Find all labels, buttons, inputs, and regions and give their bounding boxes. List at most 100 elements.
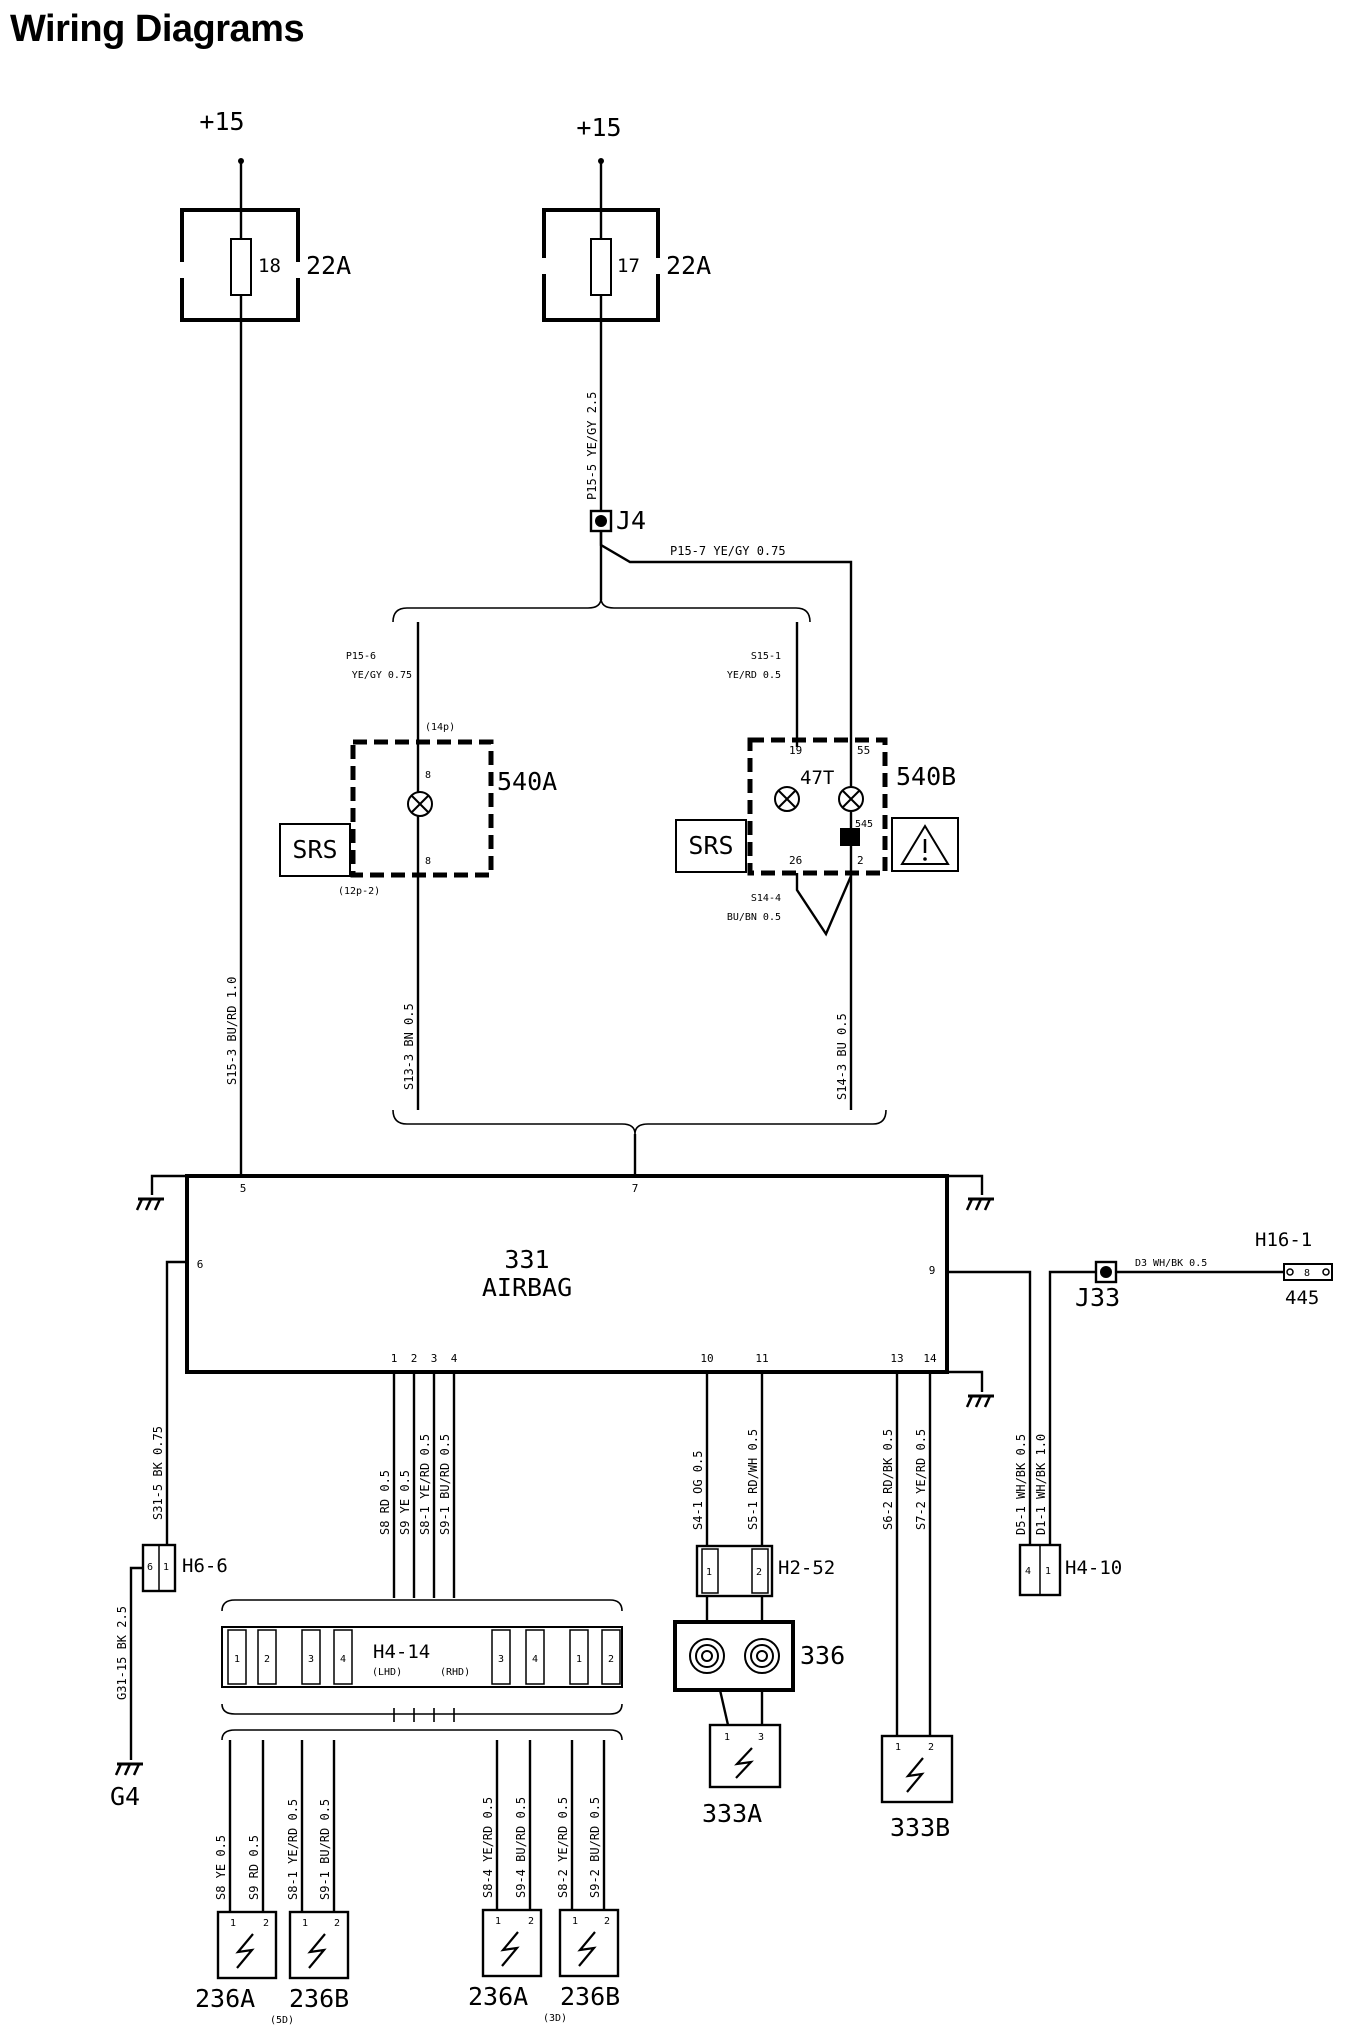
lamp-540a-bulb-icon xyxy=(407,791,433,817)
svg-text:1: 1 xyxy=(572,1916,578,1927)
connector-h4-10: H4-10 xyxy=(1065,1557,1122,1579)
connector-h4-14-icon xyxy=(221,1626,623,1688)
wire-label-b1: S8 YE 0.5 xyxy=(214,1835,228,1900)
lamp-540b-pin19: 19 xyxy=(789,744,802,757)
wire-label-d1-1: D1-1 WH/BK 1.0 xyxy=(1034,1434,1048,1535)
lamp-540a-bottom-note: (12p-2) xyxy=(338,886,380,897)
ground-icon-bottom-right xyxy=(947,1370,994,1408)
svg-text:1: 1 xyxy=(895,1742,901,1753)
wire-label-s6-2: S6-2 RD/BK 0.5 xyxy=(881,1429,895,1530)
ground-icon-left xyxy=(135,1174,187,1211)
wire-label-b7: S8-2 YE/RD 0.5 xyxy=(556,1797,570,1898)
wire-label-p15-5: P15-5 YE/GY 2.5 xyxy=(585,392,599,500)
h2-52-pin-2: 2 xyxy=(756,1567,762,1578)
airbag-module xyxy=(185,1174,949,1374)
connector-h4-14-lhd: (LHD) xyxy=(372,1667,402,1678)
brace-top xyxy=(392,597,811,623)
connector-h4-14-rhd: (RHD) xyxy=(440,1667,470,1678)
h4-14-pin-r3: 3 xyxy=(498,1654,504,1665)
h4-14-pin-l4: 4 xyxy=(340,1654,346,1665)
lamp-540b-bulb-icon-1 xyxy=(774,786,800,812)
airbag-pin-1: 1 xyxy=(391,1352,398,1365)
svg-text:3: 3 xyxy=(758,1732,764,1743)
warning-triangle-icon xyxy=(891,817,959,872)
airbag-id: 331 xyxy=(504,1245,549,1274)
wire-label-s5-1: S5-1 RD/WH 0.5 xyxy=(746,1429,760,1530)
lamp-540b-pin26: 26 xyxy=(789,854,802,867)
srs-label-a: SRS xyxy=(292,835,337,864)
power-label-right: +15 xyxy=(576,113,621,142)
label-336: 336 xyxy=(800,1641,845,1670)
h4-14-pin-l1: 1 xyxy=(234,1654,240,1665)
airbag-pin-2: 2 xyxy=(411,1352,418,1365)
wire-label-s9-top: S9 YE 0.5 xyxy=(398,1470,412,1535)
wire-label-s31-5: S31-5 BK 0.75 xyxy=(151,1426,165,1520)
h4-14-pin-r2: 2 xyxy=(608,1654,614,1665)
wire-s14-4 xyxy=(795,873,853,937)
wire-label-b2: S9 RD 0.5 xyxy=(247,1835,261,1900)
h6-6-pin-1: 1 xyxy=(163,1562,169,1573)
lamp-540a-pin-top: 8 xyxy=(425,770,431,781)
h4-10-pin-4: 4 xyxy=(1025,1566,1031,1577)
svg-text:1: 1 xyxy=(495,1916,501,1927)
airbag-pin-4: 4 xyxy=(451,1352,458,1365)
label-333a: 333A xyxy=(702,1799,762,1828)
wire-label-s4-1: S4-1 OG 0.5 xyxy=(691,1451,705,1530)
h4-14-pin-r4: 4 xyxy=(532,1654,538,1665)
wire-label-s14-4-a: S14-4 xyxy=(751,893,781,904)
wire-label-d3: D3 WH/BK 0.5 xyxy=(1135,1258,1207,1269)
wire-label-s14-4-b: BU/BN 0.5 xyxy=(727,912,781,923)
fuse-id-left: 22A xyxy=(306,251,351,280)
fuse-pin-right: 17 xyxy=(617,255,640,277)
ground-icon-right xyxy=(947,1174,994,1211)
lamp-540b-diode-icon xyxy=(840,828,860,846)
brace-h4-14-bottom xyxy=(221,1703,623,1715)
wire-d1-1 xyxy=(1048,1270,1097,1545)
ground-icon-g4 xyxy=(114,1762,143,1776)
junction-j4-label: J4 xyxy=(616,506,646,535)
ground-g4-label: G4 xyxy=(110,1782,140,1811)
srs-label-b: SRS xyxy=(688,831,733,860)
wire-336-333a-a xyxy=(718,1689,730,1726)
lamp-540b-bulb-icon-2 xyxy=(838,786,864,812)
wire-label-s14-3: S14-3 BU 0.5 xyxy=(835,1013,849,1100)
wire-label-s13-3: S13-3 BN 0.5 xyxy=(402,1003,416,1090)
lamp-540a-box xyxy=(350,739,494,878)
label-5d: (5D) xyxy=(270,2015,294,2026)
label-3d: (3D) xyxy=(543,2013,567,2024)
airbag-pin-9: 9 xyxy=(929,1264,936,1277)
label-236a-left: 236A xyxy=(195,1984,255,2013)
airbag-pin-10: 10 xyxy=(700,1352,713,1365)
h4-14-pin-l2: 2 xyxy=(264,1654,270,1665)
airbag-pin-3: 3 xyxy=(431,1352,438,1365)
connector-h16-1: H16-1 xyxy=(1255,1229,1312,1251)
svg-text:2: 2 xyxy=(263,1918,269,1929)
wire-g31-15 xyxy=(129,1566,143,1760)
lamp-540a-top-note: (14p) xyxy=(425,722,455,733)
wire-label-p15-6-b: YE/GY 0.75 xyxy=(352,670,412,681)
airbag-pin-14: 14 xyxy=(923,1352,937,1365)
wire-label-g31-15: G31-15 BK 2.5 xyxy=(115,1606,129,1700)
connector-h4-14: H4-14 xyxy=(373,1641,430,1663)
svg-text:1: 1 xyxy=(302,1918,308,1929)
wire-label-p15-7: P15-7 YE/GY 0.75 xyxy=(670,544,786,558)
airbag-pin-7: 7 xyxy=(632,1182,639,1195)
h6-6-pin-6: 6 xyxy=(147,1562,153,1573)
junction-j4-dot xyxy=(595,515,607,527)
svg-text:2: 2 xyxy=(928,1742,934,1753)
wire-label-s15-1-a: S15-1 xyxy=(751,651,781,662)
svg-text:2: 2 xyxy=(604,1916,610,1927)
lamp-540b-id: 540B xyxy=(896,762,956,791)
brace-bottom xyxy=(392,1109,887,1135)
wire-label-b6: S9-4 BU/RD 0.5 xyxy=(514,1797,528,1898)
h4-10-pin-1: 1 xyxy=(1045,1566,1051,1577)
brace-h4-14-top xyxy=(221,1599,623,1612)
junction-j33-dot xyxy=(1100,1266,1112,1278)
svg-text:2: 2 xyxy=(334,1918,340,1929)
wire-label-s7-2: S7-2 YE/RD 0.5 xyxy=(914,1429,928,1530)
